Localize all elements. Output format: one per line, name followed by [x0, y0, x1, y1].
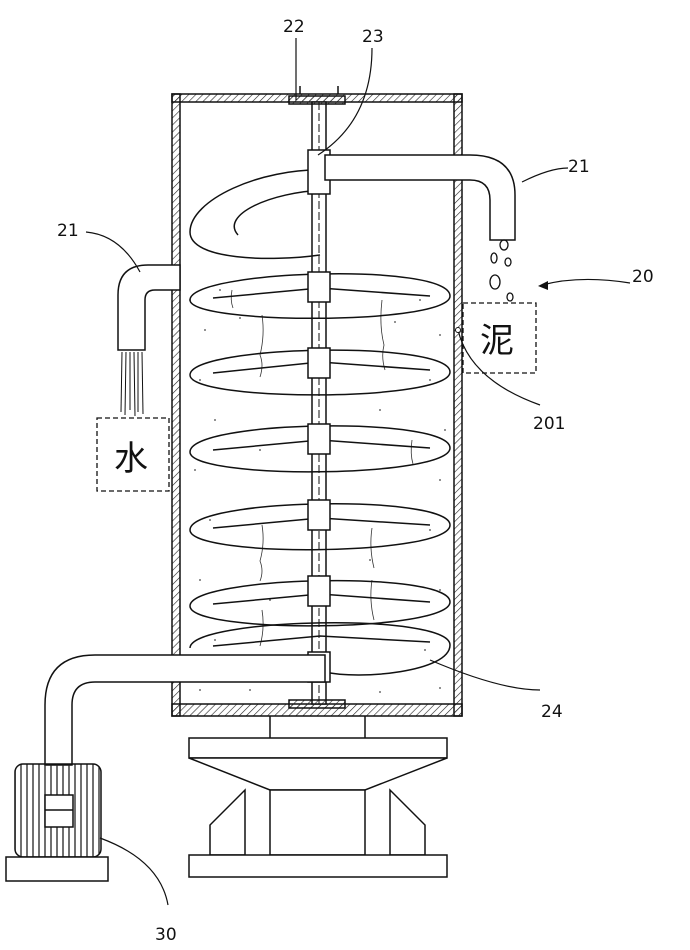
tank-right-wall [453, 93, 463, 717]
label-201: 201 [533, 414, 565, 434]
mud-box-label: 泥 [480, 321, 514, 361]
top-bearing [288, 95, 346, 105]
label-21-left: 21 [57, 221, 79, 241]
water-stream [120, 351, 144, 417]
label-24: 24 [541, 702, 563, 722]
motor-base [5, 856, 109, 882]
water-box [96, 417, 170, 492]
base-stand [188, 716, 448, 878]
label-22: 22 [283, 17, 305, 37]
label-23: 23 [362, 27, 384, 47]
port-201 [455, 327, 461, 333]
right-outlet-pipe [324, 154, 516, 241]
motor [5, 763, 109, 882]
spiral-screw [189, 169, 451, 676]
bottom-bearing [288, 699, 346, 709]
label-20: 20 [632, 267, 654, 287]
mud-drops [489, 239, 514, 302]
arrowhead-20 [538, 281, 548, 290]
left-water-pipe [117, 264, 181, 351]
water-box-label: 水 [114, 439, 148, 479]
label-21-right: 21 [568, 157, 590, 177]
filtrate-streaks [230, 289, 414, 647]
leader-lines [85, 38, 631, 906]
label-30: 30 [155, 925, 177, 945]
motor-terminal-box [44, 794, 74, 828]
sludge-fill [189, 289, 446, 693]
mud-box [462, 302, 537, 374]
tank-left-wall [171, 93, 181, 717]
